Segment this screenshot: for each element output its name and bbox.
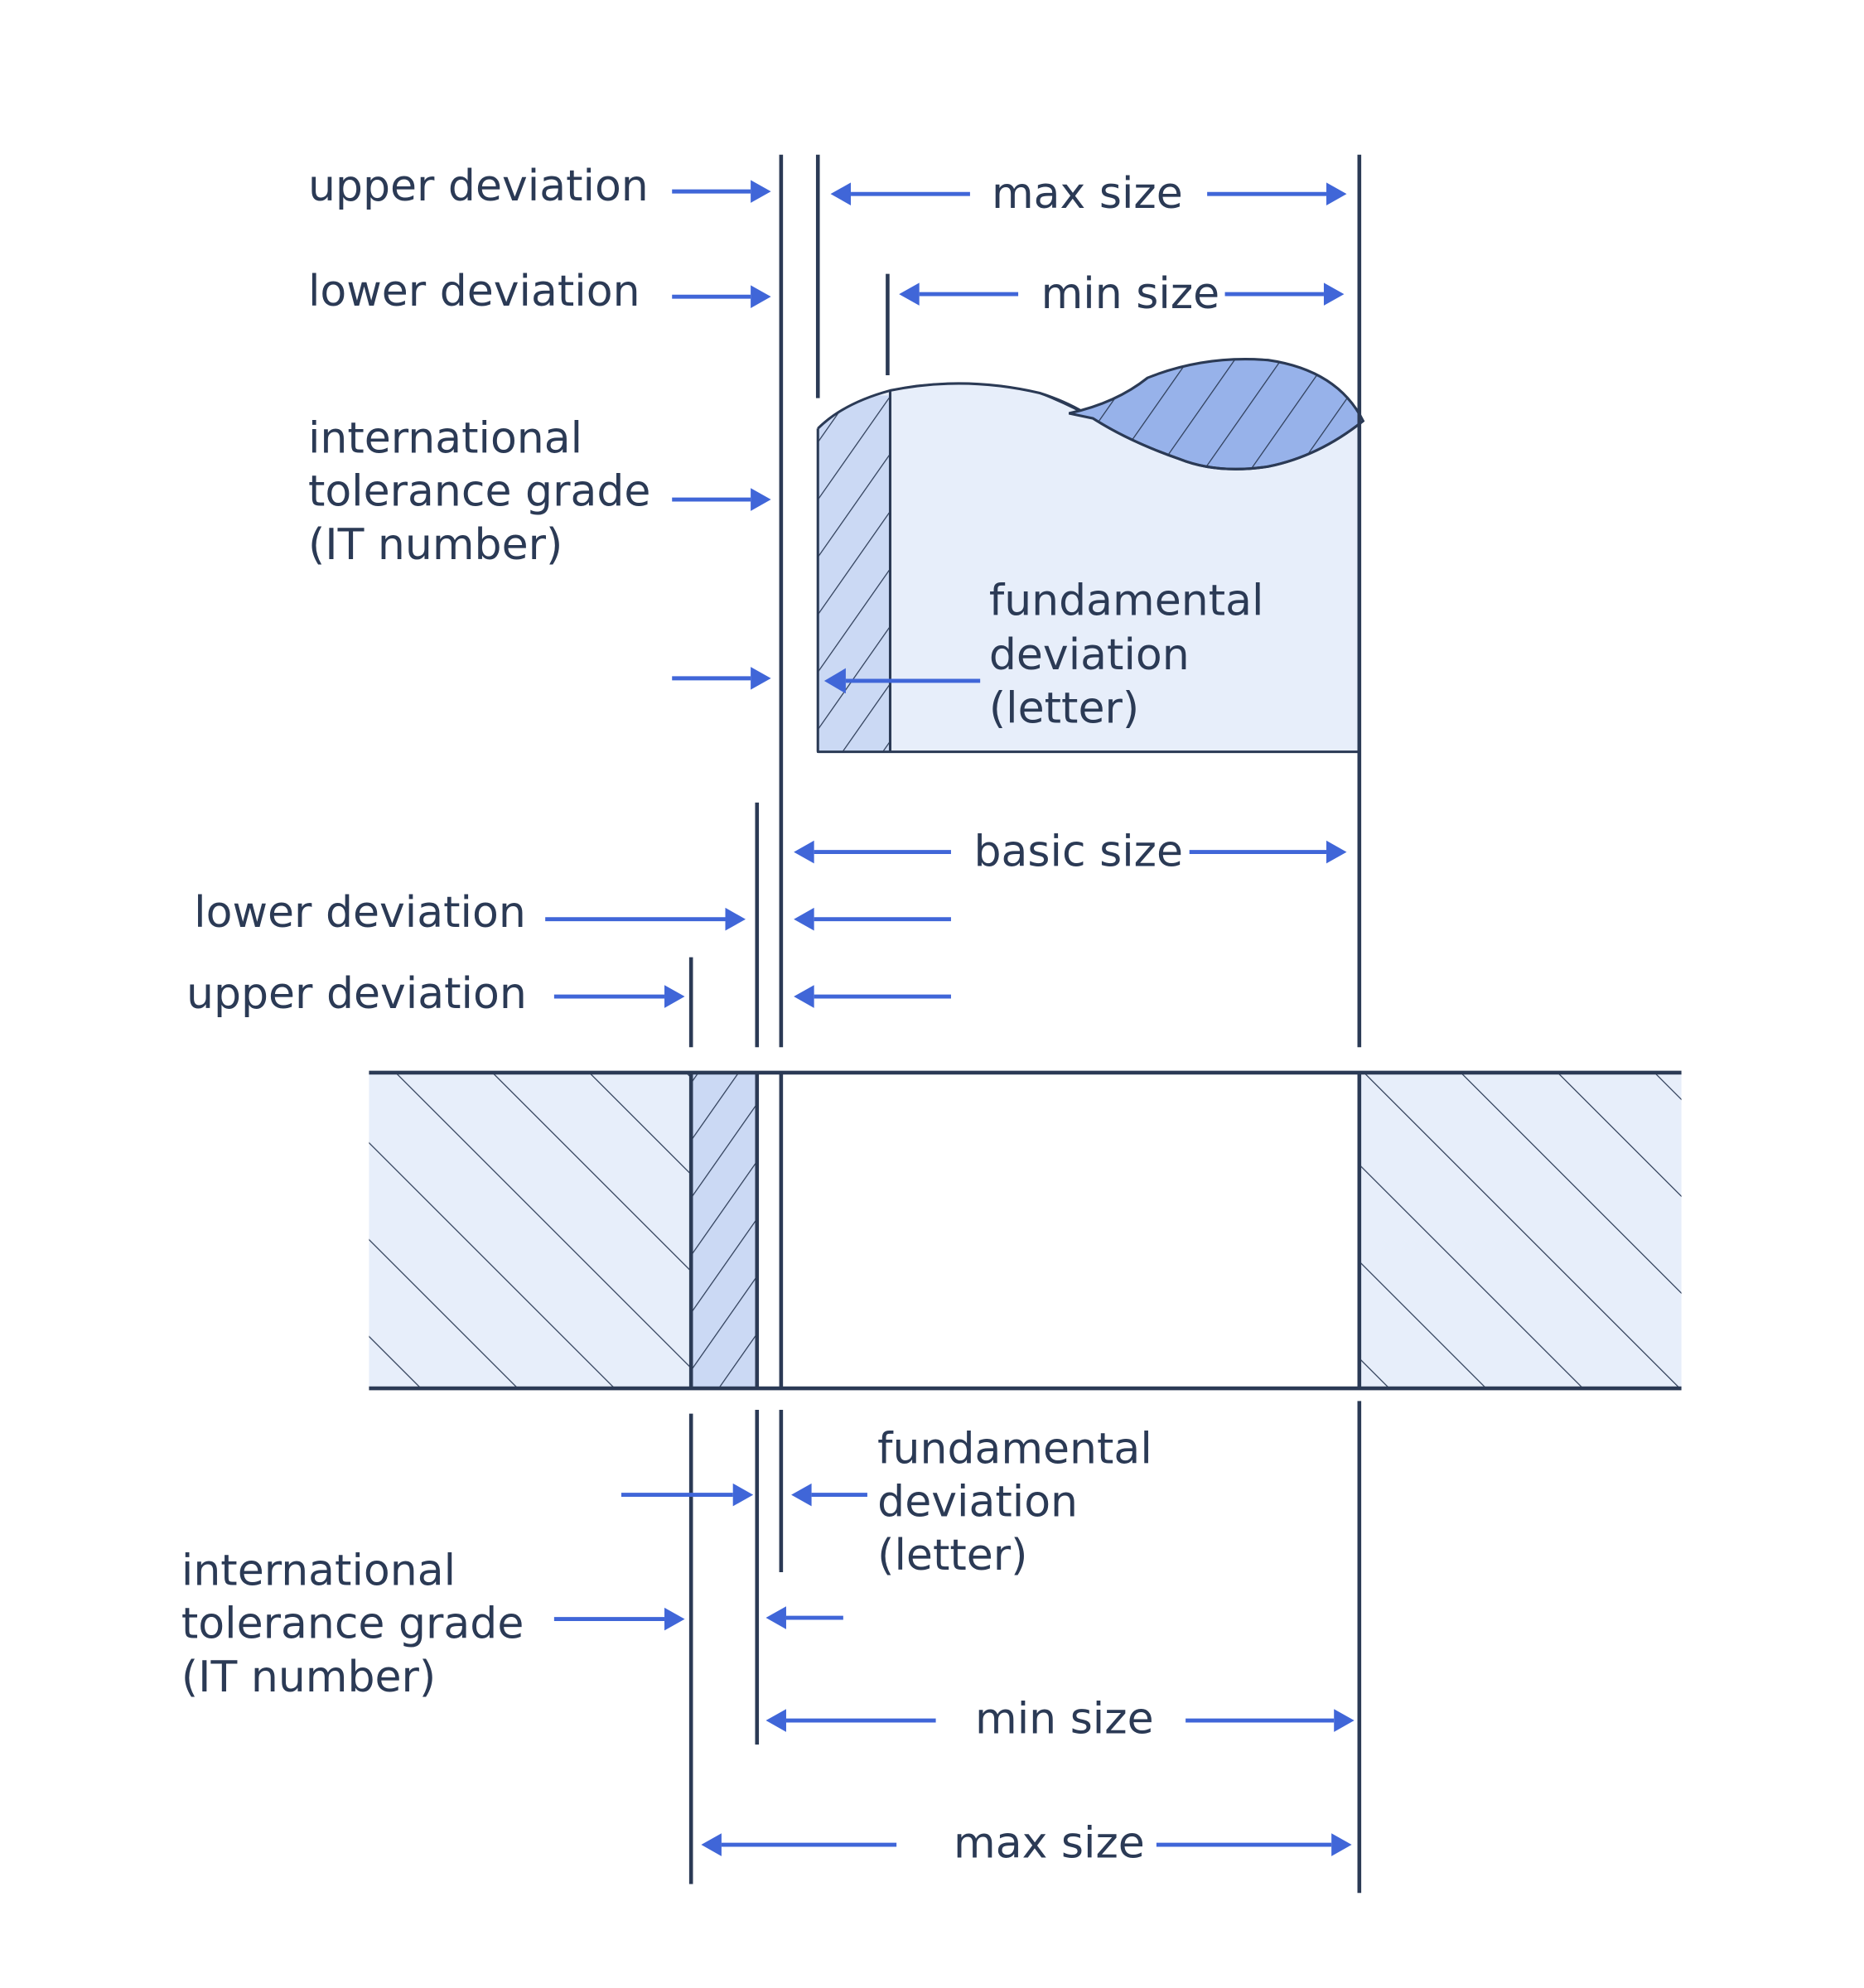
hole-upper-deviation-arrow: [553, 985, 685, 1008]
hole-basic-size-label: basic size: [974, 827, 1184, 876]
hole-tolerance-zone-hatch: [691, 1072, 757, 1389]
hole-fundamental-deviation-arrow-left: [621, 1483, 754, 1507]
hole-basic-size-dimension: basic size: [794, 827, 1347, 876]
shaft-min-size-dimension: min size: [899, 269, 1345, 319]
hole-it-grade-arrow-right: [765, 1606, 843, 1629]
shaft-max-size-dimension: max size: [830, 169, 1347, 219]
hole-it-grade-label-line3: (IT number): [181, 1653, 436, 1702]
shaft-section: upper deviation lower deviation internat…: [308, 154, 1365, 1048]
hole-lower-deviation-arrow: [545, 907, 746, 931]
hole-it-grade-arrow-left: [553, 1607, 685, 1631]
hole-it-grade-label-line2: tolerance grade: [181, 1600, 524, 1649]
shaft-it-grade-label-line1: international: [308, 413, 582, 463]
hole-upper-deviation-arrow-right: [794, 985, 951, 1008]
shaft-max-size-label: max size: [992, 169, 1183, 219]
hole-right-wall-hatch: [1359, 1072, 1682, 1389]
shaft-unlabeled-arrow: [672, 667, 771, 690]
shaft-surface-blob-hatch: [1069, 359, 1364, 470]
shaft-it-grade-label-line3: (IT number): [308, 520, 563, 570]
hole-fundamental-deviation-label-line3: (letter): [877, 1531, 1027, 1580]
hole-fundamental-deviation-label-line1: fundamental: [877, 1424, 1152, 1474]
shaft-lower-deviation-arrow: [672, 285, 771, 308]
hole-fundamental-deviation-label-line2: deviation: [877, 1478, 1078, 1527]
shaft-fundamental-deviation-arrow: [823, 668, 981, 694]
shaft-top-curve: [817, 382, 1094, 430]
shaft-fundamental-deviation-label-line2: deviation: [989, 630, 1190, 680]
shaft-tolerance-zone-top-mask: [811, 380, 901, 429]
shaft-tolerance-zone-hatch: [818, 395, 891, 752]
hole-max-size-dimension: max size: [701, 1818, 1352, 1868]
hole-fundamental-deviation-arrow-right: [791, 1483, 867, 1507]
hole-lower-deviation-label: lower deviation: [194, 888, 526, 938]
shaft-it-grade-arrow: [672, 488, 771, 511]
hole-it-grade-label-line1: international: [181, 1546, 456, 1595]
hole-min-size-dimension: min size: [765, 1694, 1355, 1744]
shaft-upper-deviation-arrow: [672, 180, 771, 203]
hole-max-size-label: max size: [954, 1818, 1145, 1868]
shaft-bottom-curve: [1092, 417, 1364, 470]
shaft-fundamental-deviation-label-line1: fundamental: [989, 576, 1264, 625]
hole-left-wall-hatch: [369, 1072, 692, 1389]
hole-upper-deviation-label: upper deviation: [186, 969, 527, 1019]
hole-section: basic size lower deviation upper deviati…: [181, 802, 1682, 1894]
shaft-it-grade-label-line2: tolerance grade: [308, 467, 650, 517]
shaft-min-size-label: min size: [1041, 269, 1220, 319]
hole-min-size-label: min size: [975, 1694, 1154, 1744]
hole-lower-deviation-arrow-right: [794, 907, 951, 931]
shaft-lower-deviation-label: lower deviation: [308, 267, 640, 316]
shaft-upper-deviation-label: upper deviation: [308, 162, 649, 211]
shaft-fundamental-deviation-label-line3: (letter): [989, 683, 1139, 733]
